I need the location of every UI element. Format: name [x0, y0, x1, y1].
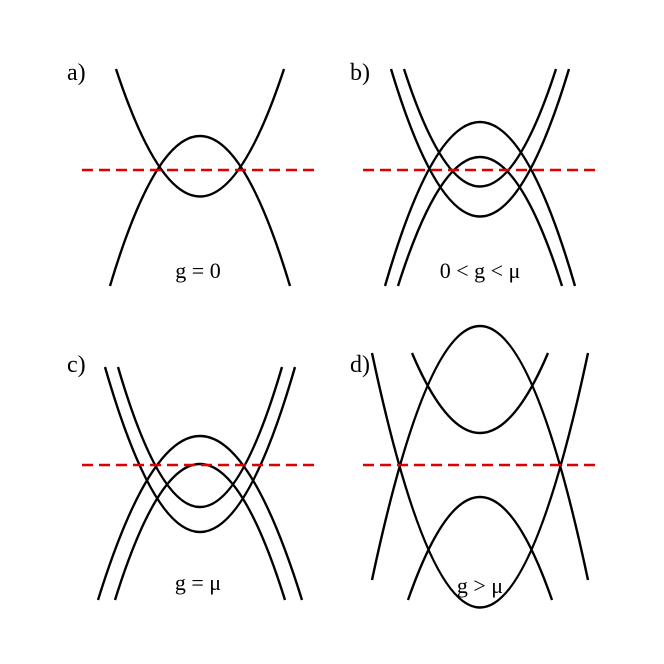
panel-c-hole-band-outer	[103, 366, 297, 533]
panel-a-letter: a)	[67, 60, 86, 86]
panel-b-lower-band-inner	[396, 156, 564, 287]
panel-b: b) 0 < g < μ	[350, 60, 598, 287]
panel-a-condition: g = 0	[175, 258, 220, 283]
panel-a-electron-band-right	[108, 134, 292, 287]
panel-c-electron-band-inner	[113, 463, 287, 601]
panel-b-condition: 0 < g < μ	[440, 258, 521, 283]
panel-d-letter: d)	[350, 352, 370, 378]
panel-c-condition: g = μ	[175, 570, 221, 595]
panel-d-lower-band-narrow	[406, 496, 554, 601]
panel-b-upper-band-outer	[389, 68, 571, 218]
panel-c-electron-band-outer	[96, 435, 304, 601]
panel-d: d) g > μ	[350, 324, 598, 609]
panel-a-hole-band-left	[114, 68, 286, 198]
panel-b-upper-band-inner	[402, 68, 558, 188]
panel-d-condition: g > μ	[457, 573, 503, 598]
panel-c-hole-band-inner	[116, 366, 284, 509]
panel-c-letter: c)	[67, 352, 86, 378]
panel-d-upper-band-narrow	[410, 352, 550, 434]
panel-b-letter: b)	[350, 60, 370, 86]
panel-d-lower-band-wide	[370, 352, 590, 609]
panel-d-upper-band-wide	[370, 324, 590, 581]
panel-b-lower-band-outer	[383, 121, 577, 287]
panel-c: c) g = μ	[67, 352, 318, 601]
panel-a: a) g = 0	[67, 60, 318, 287]
